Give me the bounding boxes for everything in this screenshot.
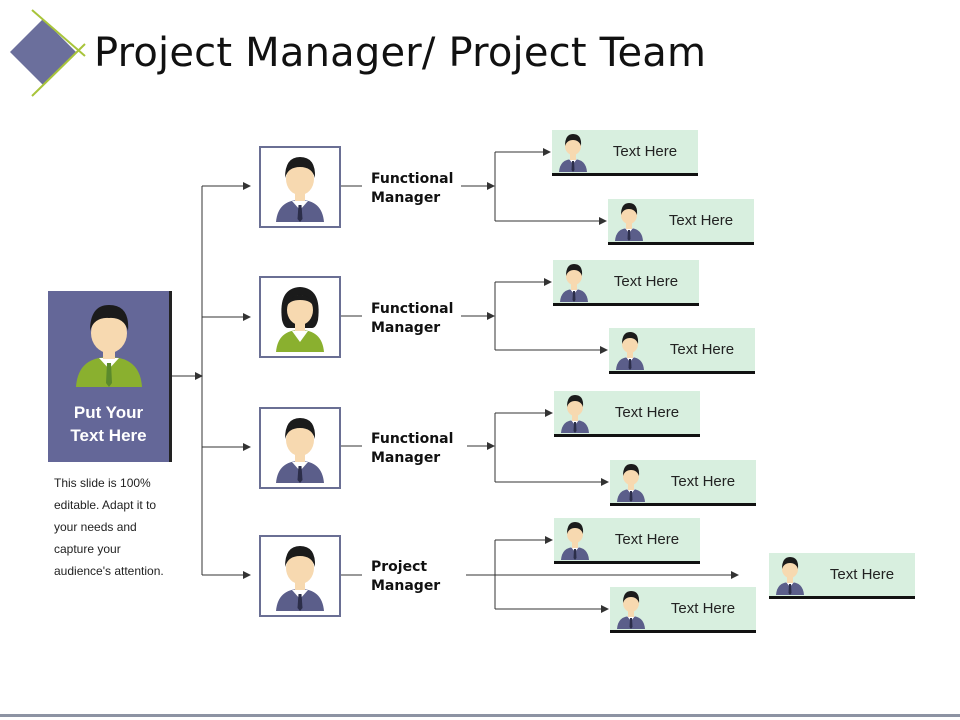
male-avatar-icon: [76, 305, 142, 387]
description-line: editable. Adapt it to: [54, 498, 157, 512]
team-member-box: Text Here: [608, 199, 754, 245]
male-avatar-icon: [616, 332, 644, 370]
male-avatar-icon: [276, 418, 324, 483]
footer-divider: [0, 714, 960, 717]
description-text: This slide is 100% editable. Adapt it to…: [54, 472, 184, 582]
male-avatar-icon: [276, 157, 324, 222]
page-title: Project Manager/ Project Team: [94, 30, 707, 76]
description-line: This slide is 100%: [54, 476, 151, 490]
team-member-box: Text Here: [554, 391, 700, 437]
manager-box-1: [259, 146, 341, 228]
male-avatar-icon: [561, 522, 589, 560]
description-line: audience's attention.: [54, 564, 164, 578]
male-avatar-icon: [276, 546, 324, 611]
male-avatar-icon: [617, 591, 645, 629]
description-line: capture your: [54, 542, 121, 556]
manager-box-3: [259, 407, 341, 489]
male-avatar-icon: [561, 395, 589, 433]
diamond-logo-icon: [10, 9, 86, 97]
team-member-label: Text Here: [670, 473, 736, 490]
team-member-label: Text Here: [614, 404, 680, 421]
team-member-label: Text Here: [669, 341, 735, 358]
description-line: your needs and: [54, 520, 137, 534]
team-member-box: Text Here: [769, 553, 915, 599]
manager-box-4: [259, 535, 341, 617]
team-member-box: Text Here: [610, 587, 756, 633]
male-avatar-icon: [776, 557, 804, 595]
team-member-label: Text Here: [614, 531, 680, 548]
team-member-box: Text Here: [609, 328, 755, 374]
team-member-label: Text Here: [612, 143, 678, 160]
male-avatar-icon: [617, 464, 645, 502]
male-avatar-icon: [559, 134, 587, 172]
manager-box-2: [259, 276, 341, 358]
project-manager-card: Put Your Text Here: [48, 291, 169, 462]
team-member-box: Text Here: [610, 460, 756, 506]
team-member-box: Text Here: [554, 518, 700, 564]
team-member-label: Text Here: [829, 566, 895, 583]
main-card-label-line2: Text Here: [70, 426, 147, 445]
female-avatar-icon: [276, 287, 324, 352]
team-member-label: Text Here: [668, 212, 734, 229]
main-card-label-line1: Put Your: [73, 403, 144, 422]
team-member-box: Text Here: [552, 130, 698, 176]
male-avatar-icon: [560, 264, 588, 302]
team-member-label: Text Here: [670, 600, 736, 617]
team-member-box: Text Here: [553, 260, 699, 306]
team-member-label: Text Here: [613, 273, 679, 290]
male-avatar-icon: [615, 203, 643, 241]
